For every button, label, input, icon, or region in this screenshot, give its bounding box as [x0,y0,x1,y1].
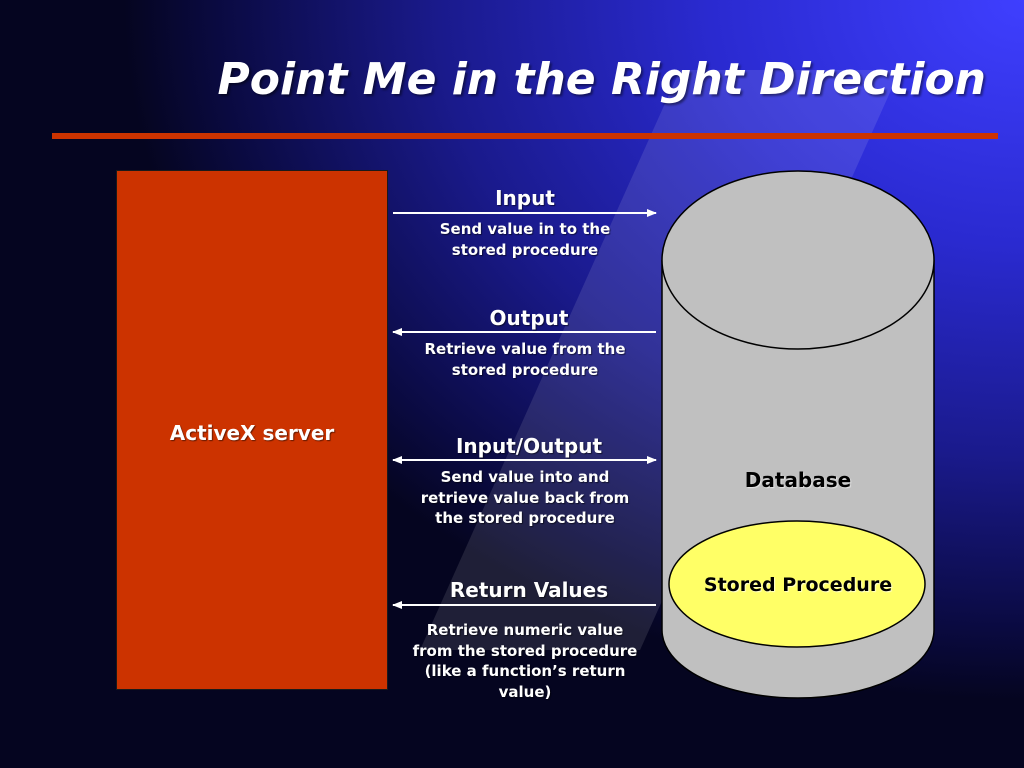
output-heading: Output [489,306,569,330]
slide-title: Point Me in the Right Direction [217,54,986,105]
title-divider [52,133,998,139]
database-label: Database [744,468,852,492]
stored-procedure-ellipse [668,520,926,648]
input-output-heading: Input/Output [455,434,602,458]
return-values-heading: Return Values [449,578,609,602]
output-description: Retrieve value from the stored procedure [424,340,626,379]
return-values-description: Retrieve numeric value from the stored p… [412,621,638,701]
input-description: Send value in to the stored procedure [439,220,611,259]
input-heading: Input [495,186,555,210]
stored-procedure-label: Stored Procedure [703,574,893,596]
activex-server-label: ActiveX server [169,421,335,445]
activex-server-box: ActiveX server [116,170,388,690]
input-output-description: Send value into and retrieve value back … [420,468,630,527]
